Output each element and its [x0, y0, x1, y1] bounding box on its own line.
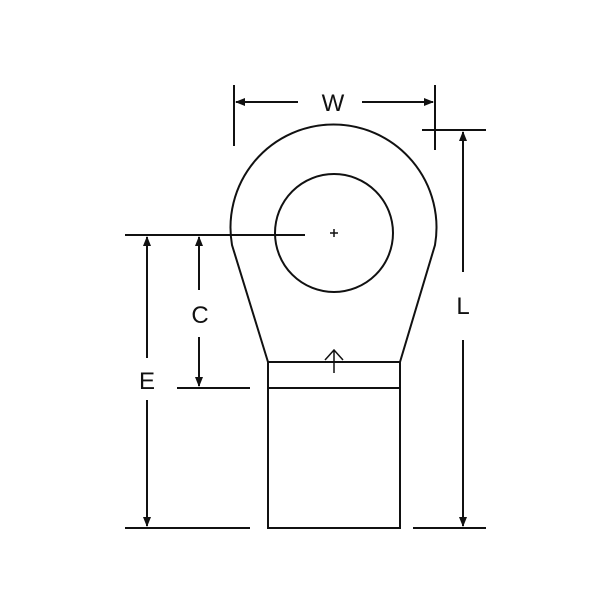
dimension-l: L	[413, 129, 486, 529]
dimension-e: E	[125, 236, 250, 529]
stud-hole	[274, 173, 394, 293]
label-l: L	[456, 293, 469, 320]
center-mark-icon	[330, 229, 338, 237]
barrel	[267, 361, 401, 529]
dimension-c: C	[125, 234, 305, 389]
label-w: W	[322, 90, 345, 117]
label-e: E	[139, 368, 155, 395]
arrow-up-icon	[324, 348, 344, 373]
terminal-outline	[229, 123, 438, 529]
label-c: C	[191, 302, 208, 329]
dimension-w: W	[233, 85, 436, 150]
